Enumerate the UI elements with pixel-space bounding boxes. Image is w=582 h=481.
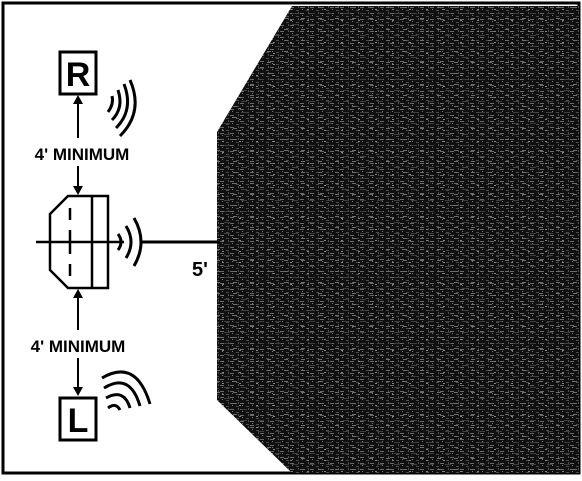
top-distance-label: 4' MINIMUM [35,145,130,164]
detector-device [36,194,124,290]
speaker-left-label: L [68,402,89,440]
arrow-down-to-device [73,166,83,195]
bottom-distance-label: 4' MINIMUM [31,337,126,356]
sound-waves-icon [101,370,152,411]
side-distance-label: 5' [192,259,208,281]
speaker-right: R [58,50,98,96]
speaker-left: L [58,396,98,442]
arrow-up-to-r [73,95,83,138]
arrow-up-to-device [73,289,83,330]
arrow-down-to-l [73,358,83,396]
sound-waves-icon [106,79,137,138]
speaker-right-label: R [66,56,91,94]
obscured-panel [217,6,579,473]
